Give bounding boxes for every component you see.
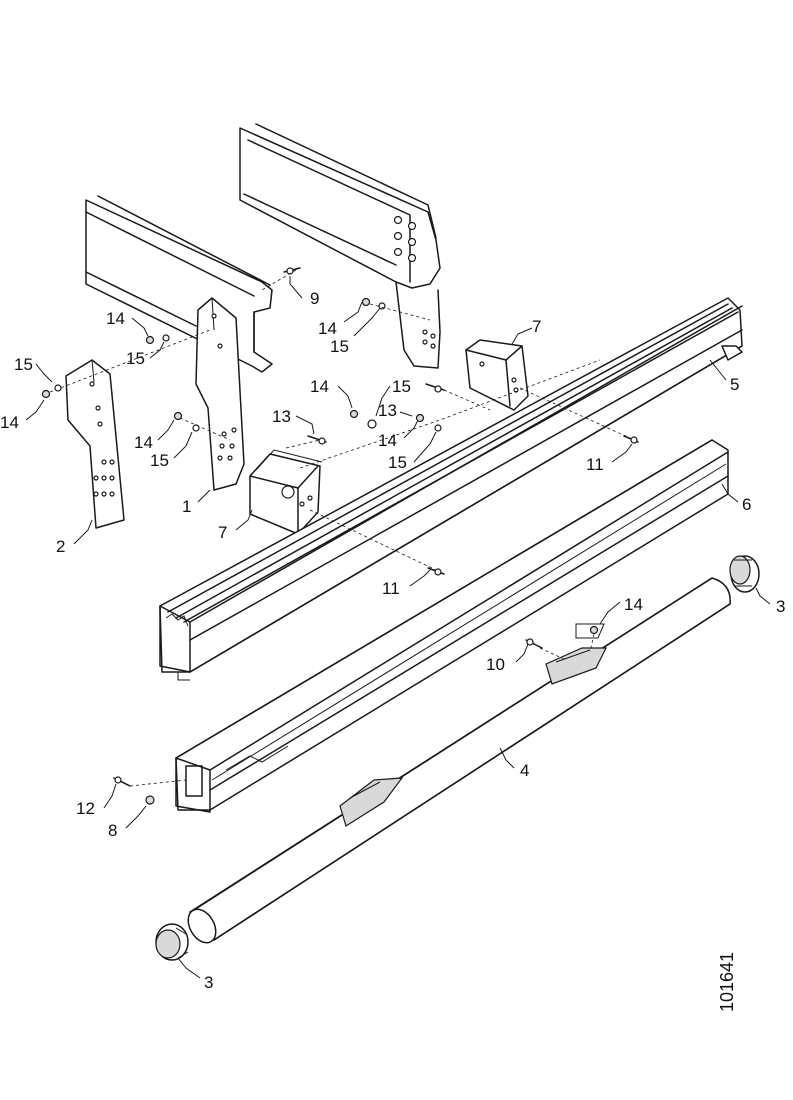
bracket-part-2 xyxy=(65,359,125,529)
callout-15: 15 xyxy=(126,349,145,368)
clamp-bracket-7-left xyxy=(249,449,323,535)
callout-1: 1 xyxy=(182,497,191,516)
channel-rail-part-5 xyxy=(159,297,743,681)
callout-14: 14 xyxy=(318,319,337,338)
callout-3: 3 xyxy=(204,973,213,992)
frame-rail-right xyxy=(239,123,441,369)
callout-14: 14 xyxy=(624,595,643,614)
end-cap-3-bottom xyxy=(155,923,189,961)
document-id: 101641 xyxy=(717,952,737,1012)
callout-11: 11 xyxy=(382,579,400,598)
round-tube-part-4 xyxy=(187,577,731,944)
callout-6: 6 xyxy=(742,495,751,514)
callout-15: 15 xyxy=(150,451,169,470)
callout-14: 14 xyxy=(310,377,329,396)
callout-15: 15 xyxy=(330,337,349,356)
callout-10: 10 xyxy=(486,655,505,674)
callout-labels: 9 14 15 14 15 15 14 14 15 1 2 7 14 15 13… xyxy=(0,289,785,992)
callout-15: 15 xyxy=(392,377,411,396)
callout-14: 14 xyxy=(106,309,125,328)
callout-8: 8 xyxy=(108,821,117,840)
callout-7: 7 xyxy=(532,317,541,336)
square-tube-part-6 xyxy=(175,439,729,813)
callout-13: 13 xyxy=(272,407,291,426)
callout-15: 15 xyxy=(14,355,33,374)
callout-11: 11 xyxy=(586,455,604,474)
callout-4: 4 xyxy=(520,761,529,780)
callout-14: 14 xyxy=(0,413,19,432)
callout-7: 7 xyxy=(218,523,227,542)
callout-leaders xyxy=(25,276,771,979)
hardware-fasteners xyxy=(41,267,639,805)
frame-rail-left xyxy=(85,195,273,373)
clamp-bracket-7-right xyxy=(465,339,529,411)
callout-13: 13 xyxy=(378,401,397,420)
callout-9: 9 xyxy=(310,289,319,308)
callout-14: 14 xyxy=(134,433,153,452)
callout-5: 5 xyxy=(730,375,739,394)
callout-14: 14 xyxy=(378,431,397,450)
callout-3: 3 xyxy=(776,597,785,616)
bracket-part-1 xyxy=(195,297,245,491)
end-cap-3-top xyxy=(729,555,760,593)
callout-2: 2 xyxy=(56,537,65,556)
callout-12: 12 xyxy=(76,799,95,818)
callout-15: 15 xyxy=(388,453,407,472)
